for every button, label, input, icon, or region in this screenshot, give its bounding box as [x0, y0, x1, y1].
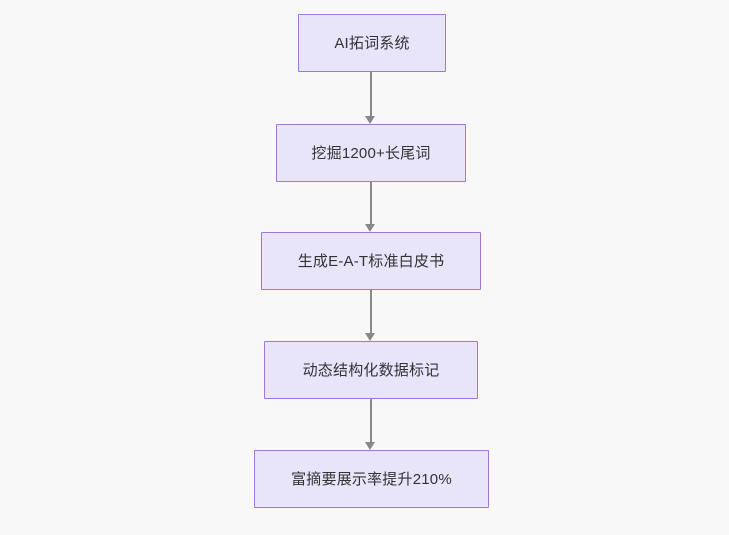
flow-node-3[interactable]: 生成E-A-T标准白皮书	[261, 232, 481, 290]
arrow-down-icon	[365, 116, 375, 124]
flow-node-1-label: AI拓词系统	[334, 34, 410, 52]
flow-node-4-label: 动态结构化数据标记	[302, 361, 440, 379]
flow-node-3-label: 生成E-A-T标准白皮书	[297, 252, 445, 270]
flow-node-5[interactable]: 富摘要展示率提升210%	[254, 450, 489, 508]
flow-node-2[interactable]: 挖掘1200+长尾词	[276, 124, 466, 182]
flow-node-4[interactable]: 动态结构化数据标记	[264, 341, 478, 399]
arrow-down-icon	[365, 224, 375, 232]
flow-node-2-label: 挖掘1200+长尾词	[311, 144, 431, 162]
flow-edge-4-5	[370, 399, 372, 442]
flow-edge-3-4	[370, 290, 372, 333]
flow-edge-1-2	[370, 72, 372, 116]
flow-node-5-label: 富摘要展示率提升210%	[291, 470, 452, 488]
flow-node-1[interactable]: AI拓词系统	[298, 14, 446, 72]
arrow-down-icon	[365, 333, 375, 341]
flow-edge-2-3	[370, 182, 372, 224]
arrow-down-icon	[365, 442, 375, 450]
